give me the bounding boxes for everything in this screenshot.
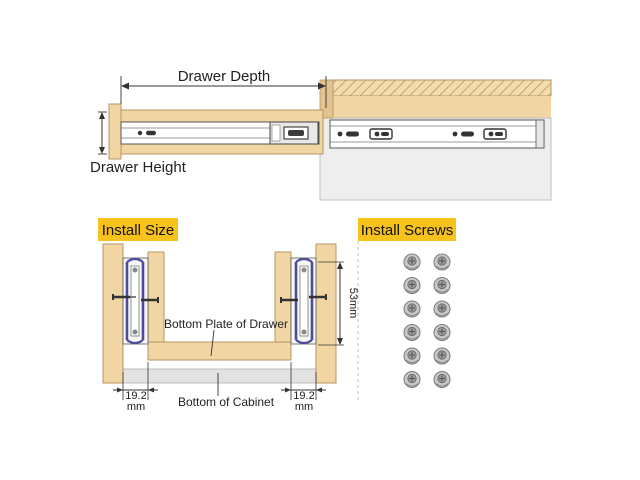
left-gap-unit: mm bbox=[127, 401, 145, 413]
screw-icon bbox=[403, 300, 421, 318]
install-size-section: Install Size bbox=[98, 218, 359, 413]
cabinet-rail bbox=[329, 119, 545, 149]
left-gap-dimension: 19.2 mm bbox=[113, 362, 158, 413]
screw-icon bbox=[433, 347, 451, 365]
cabinet-bottom-board bbox=[121, 368, 323, 384]
drawer-rail-holes bbox=[137, 130, 156, 136]
right-cabinet-wall bbox=[315, 243, 337, 384]
left-screws bbox=[112, 294, 159, 303]
drawer-front-panel bbox=[108, 103, 122, 160]
side-view bbox=[108, 79, 552, 201]
screw-icon bbox=[433, 300, 451, 318]
cabinet-inner-wood bbox=[333, 96, 551, 118]
install-screws-tag bbox=[358, 218, 456, 241]
screw-icon bbox=[403, 347, 421, 365]
drawer-depth-dimension: Drawer Depth bbox=[120, 68, 327, 108]
rail-height-dimension: 53mm bbox=[318, 261, 359, 346]
screw-icon bbox=[403, 371, 421, 388]
install-size-label: Install Size bbox=[102, 222, 175, 239]
cabinet-front-edge bbox=[319, 79, 334, 119]
drawer-bottom-plate bbox=[147, 341, 292, 361]
left-cabinet-wall bbox=[102, 243, 124, 384]
drawer-depth-label: Drawer Depth bbox=[178, 68, 271, 85]
left-gap-value: 19.2 bbox=[125, 390, 146, 402]
screw-icon bbox=[403, 324, 421, 341]
right-gap-unit: mm bbox=[295, 401, 313, 413]
screw-icon bbox=[433, 371, 451, 388]
install-screws-section: Install Screws bbox=[357, 218, 456, 400]
screw-icon bbox=[403, 253, 421, 271]
right-gap-value: 19.2 bbox=[293, 390, 314, 402]
install-size-tag bbox=[98, 218, 178, 241]
rail-mount-holes bbox=[337, 128, 507, 140]
screw-icon bbox=[433, 253, 451, 271]
bottom-cabinet-label: Bottom of Cabinet bbox=[178, 395, 275, 409]
screw-icon bbox=[403, 277, 421, 294]
right-screws bbox=[280, 294, 327, 303]
right-gap-dimension: 19.2 mm bbox=[281, 362, 326, 413]
screw-icon bbox=[433, 277, 451, 294]
rail-height-label: 53mm bbox=[347, 288, 359, 319]
install-screws-label: Install Screws bbox=[361, 222, 454, 239]
drawer-height-label: Drawer Height bbox=[90, 159, 187, 176]
screw-grid bbox=[403, 253, 451, 388]
bottom-plate-label: Bottom Plate of Drawer bbox=[164, 317, 288, 331]
screw-icon bbox=[433, 324, 451, 341]
drawer-height-dimension: Drawer Height bbox=[90, 111, 187, 176]
cabinet-countertop-hatched bbox=[332, 79, 552, 97]
